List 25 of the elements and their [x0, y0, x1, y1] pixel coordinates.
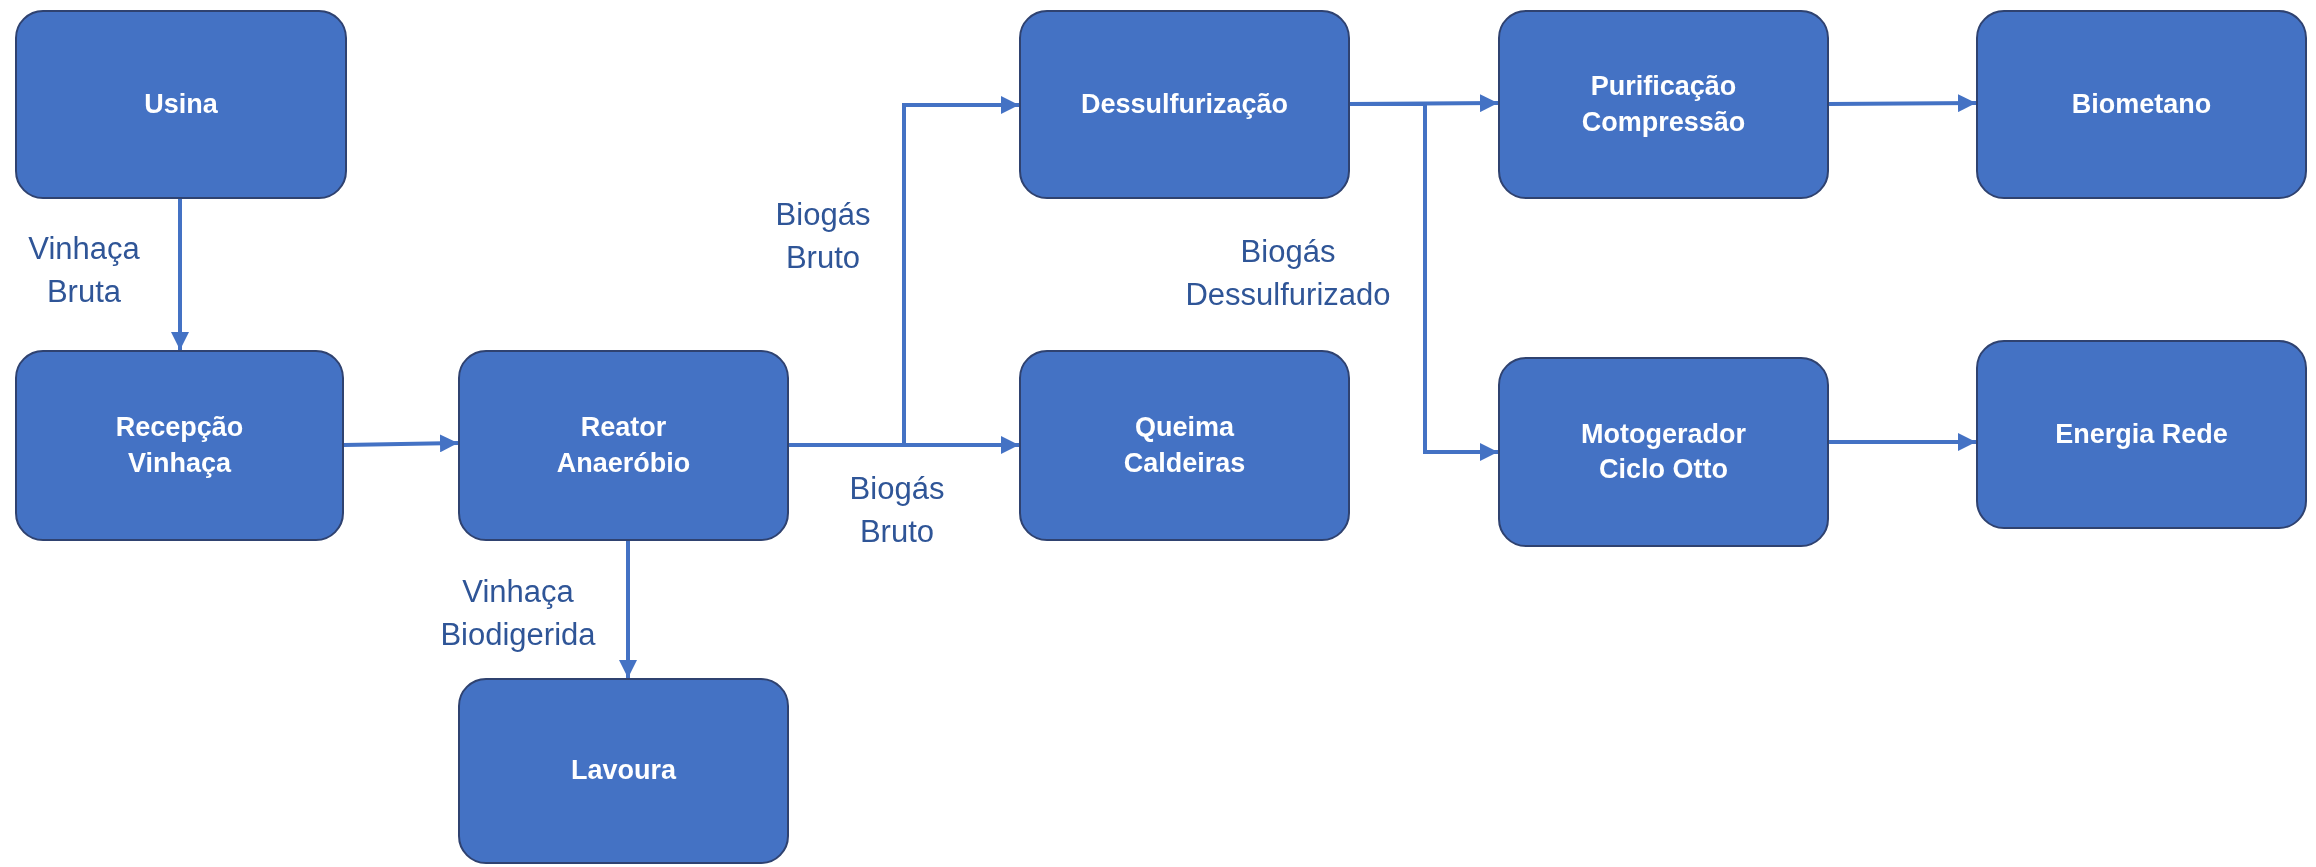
- box-label: Purificação Compressão: [1580, 70, 1747, 139]
- process-box: [1498, 10, 1829, 199]
- arrow: [1829, 433, 1976, 451]
- box-label: Usina: [144, 87, 218, 121]
- process-box: [1019, 350, 1350, 541]
- box-label: Biometano: [2071, 87, 2212, 121]
- process-box: [1019, 10, 1350, 199]
- box-label: Queima Caldeiras: [1122, 411, 1247, 480]
- process-box: [1976, 10, 2307, 199]
- box-label: Motogerador Ciclo Otto: [1580, 417, 1747, 486]
- box-label: Dessulfurização: [1080, 87, 1289, 121]
- arrow: [619, 541, 637, 678]
- box-label: Recepção Vinhaça: [114, 411, 245, 480]
- process-box: [1498, 357, 1829, 547]
- arrow: [343, 434, 459, 453]
- process-box: [1976, 340, 2307, 529]
- box-label: Lavoura: [570, 754, 676, 788]
- process-box: [458, 678, 789, 864]
- arrow: [171, 199, 189, 350]
- box-label: Reator Anaeróbio: [555, 411, 692, 480]
- box-label: Energia Rede: [2055, 417, 2228, 451]
- arrow: [1829, 94, 1976, 113]
- process-box: [458, 350, 789, 541]
- process-box: [15, 10, 347, 199]
- process-box: [15, 350, 344, 541]
